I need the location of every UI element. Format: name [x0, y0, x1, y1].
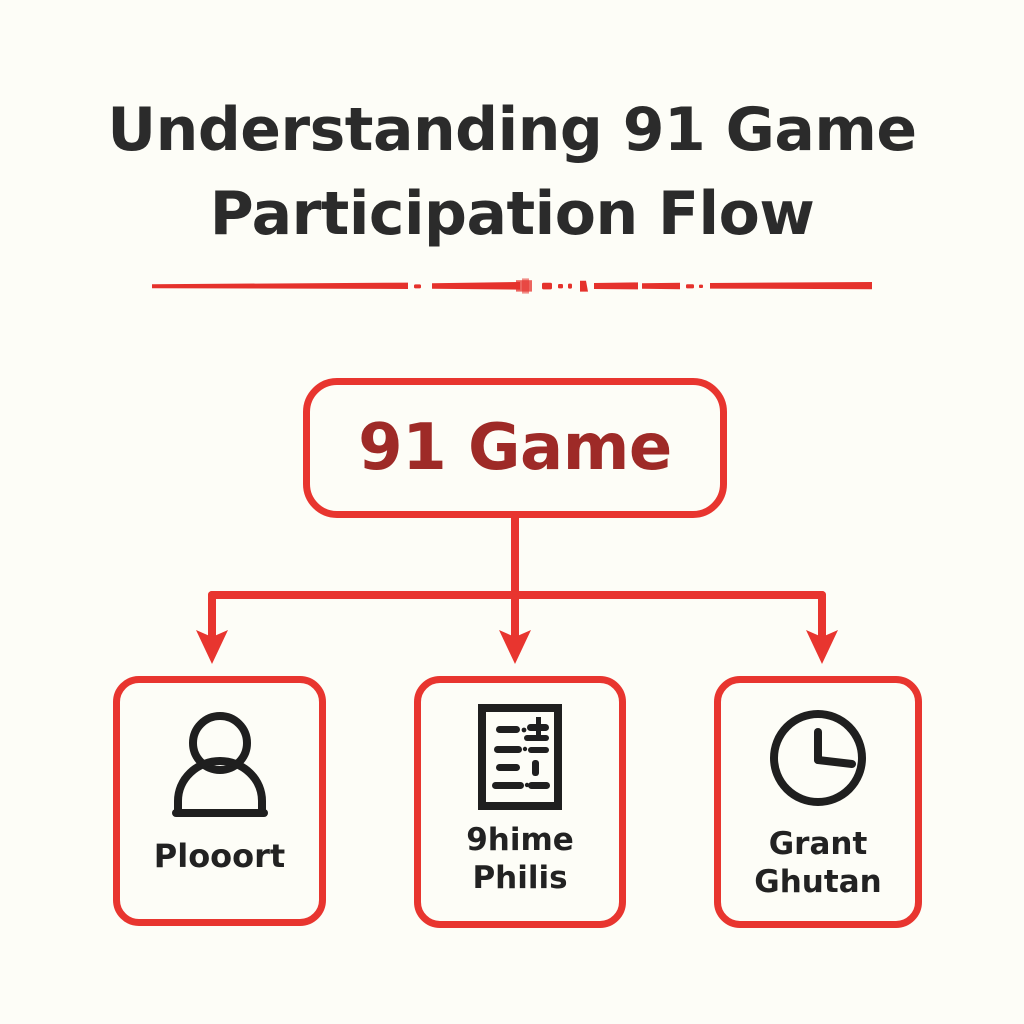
- leaf-node-rules-label: 9hime Philis: [466, 821, 574, 897]
- clock-icon: [766, 703, 870, 813]
- leaf-node-timing-label-line-1: Grant: [768, 826, 868, 862]
- arrowhead-right-icon: [806, 630, 838, 664]
- leaf-node-rules-label-line-1: 9hime: [466, 822, 574, 858]
- arrowhead-left-icon: [196, 630, 228, 664]
- leaf-node-player[interactable]: Plooort: [113, 676, 326, 926]
- leaf-node-player-label: Plooort: [153, 837, 286, 875]
- root-node-label: 91 Game: [358, 411, 672, 485]
- title-line-2: Participation Flow: [209, 179, 815, 249]
- arrowhead-center-icon: [499, 630, 531, 664]
- leaf-node-timing-label: Grant Ghutan: [754, 825, 881, 901]
- divider-rule-icon: [152, 278, 872, 294]
- title-line-1: Understanding 91 Game: [107, 95, 917, 165]
- page-title: Understanding 91 Game Participation Flow: [0, 88, 1024, 256]
- leaf-node-rules-label-line-2: Philis: [472, 860, 568, 896]
- title-divider: [150, 278, 874, 294]
- root-node-91-game[interactable]: 91 Game: [303, 378, 727, 518]
- leaf-node-timing[interactable]: Grant Ghutan: [714, 676, 922, 928]
- leaf-node-rules[interactable]: 9hime Philis: [414, 676, 626, 928]
- leaf-node-timing-label-line-2: Ghutan: [754, 864, 882, 900]
- user-icon: [168, 707, 272, 819]
- document-list-icon: [472, 703, 568, 811]
